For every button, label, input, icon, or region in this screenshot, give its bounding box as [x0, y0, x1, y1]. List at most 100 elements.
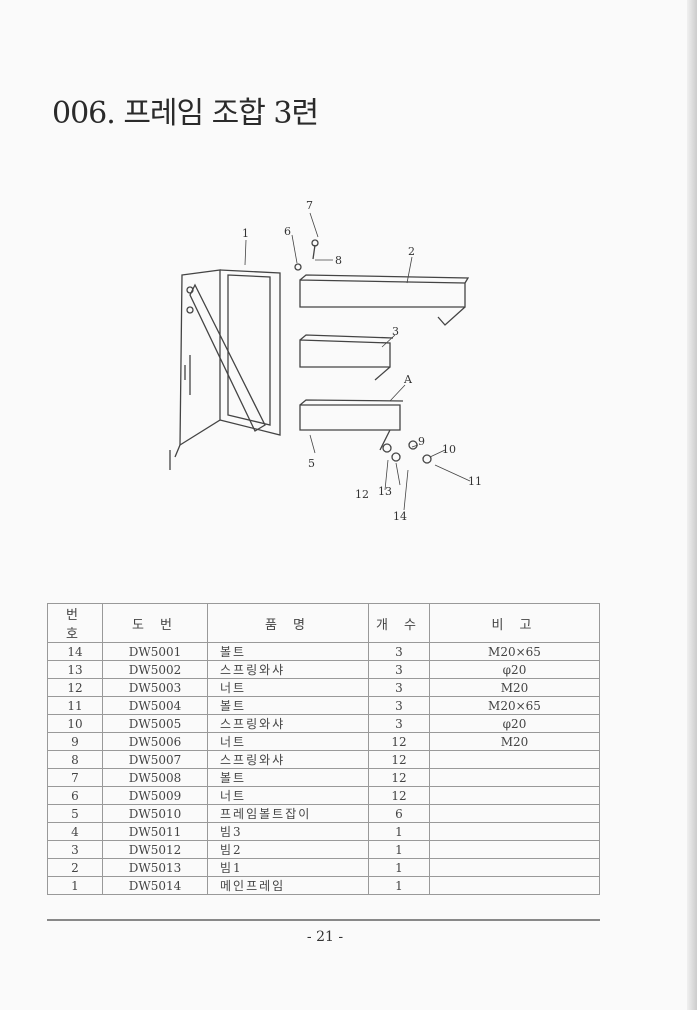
quantity-cell: 3 [368, 642, 430, 661]
remarks-cell: M20 [429, 678, 600, 697]
part-name-cell: 빔3 [207, 822, 369, 841]
part-name-cell: 빔1 [207, 858, 369, 877]
remarks-cell [429, 750, 600, 769]
drawing-number-cell: DW5012 [102, 840, 208, 859]
remarks-cell [429, 822, 600, 841]
part-number-cell: 8 [47, 750, 103, 769]
callout-14: 14 [393, 510, 407, 523]
remarks-cell: M20×65 [429, 696, 600, 715]
quantity-cell: 12 [368, 768, 430, 787]
quantity-cell: 12 [368, 732, 430, 751]
quantity-cell: 3 [368, 678, 430, 697]
callout-1: 1 [242, 227, 249, 240]
quantity-cell: 1 [368, 876, 430, 895]
part-number-cell: 9 [47, 732, 103, 751]
part-number-cell: 14 [47, 642, 103, 661]
main-frame-drawing [169, 269, 281, 470]
drawing-number-cell: DW5011 [102, 822, 208, 841]
quantity-cell: 1 [368, 840, 430, 859]
table-header-row: 번 호 도 번 품 명 개 수 비 고 [47, 603, 600, 643]
quantity-cell: 1 [368, 858, 430, 877]
part-name-cell: 너트 [207, 732, 369, 751]
beam-3-drawing [299, 399, 404, 451]
page-title: 006. 프레임 조합 3련 [52, 96, 319, 131]
callout-7: 7 [306, 199, 313, 212]
exploded-parts-diagram: 1 2 3 A 5 6 7 8 9 10 11 12 13 14 [169, 199, 482, 523]
callout-3: 3 [392, 325, 399, 338]
callout-11: 11 [468, 475, 482, 488]
drawing-number-cell: DW5008 [102, 768, 208, 787]
drawing-number-cell: DW5006 [102, 732, 208, 751]
quantity-cell: 3 [368, 660, 430, 679]
part-name-cell: 볼트 [207, 768, 369, 787]
callout-5: 5 [308, 457, 315, 470]
quantity-cell: 3 [368, 714, 430, 733]
remarks-cell: M20 [429, 732, 600, 751]
drawing-number-cell: DW5005 [102, 714, 208, 733]
drawing-number-cell: DW5009 [102, 786, 208, 805]
part-name-cell: 스프링와샤 [207, 750, 369, 769]
remarks-cell [429, 858, 600, 877]
part-number-cell: 4 [47, 822, 103, 841]
drawing-number-cell: DW5001 [102, 642, 208, 661]
part-number-cell: 3 [47, 840, 103, 859]
part-name-cell: 프레임볼트잡이 [207, 804, 369, 823]
part-name-cell: 빔2 [207, 840, 369, 859]
part-number-cell: 6 [47, 786, 103, 805]
part-number-cell: 2 [47, 858, 103, 877]
header-drawing-no: 도 번 [102, 603, 208, 643]
remarks-cell [429, 804, 600, 823]
quantity-cell: 1 [368, 822, 430, 841]
part-number-cell: 12 [47, 678, 103, 697]
part-name-cell: 메인프레임 [207, 876, 369, 895]
drawing-number-cell: DW5004 [102, 696, 208, 715]
callout-6: 6 [284, 225, 291, 238]
remarks-cell [429, 786, 600, 805]
part-name-cell: 볼트 [207, 642, 369, 661]
remarks-cell [429, 876, 600, 895]
part-name-cell: 너트 [207, 678, 369, 697]
quantity-cell: 6 [368, 804, 430, 823]
part-number-cell: 10 [47, 714, 103, 733]
beam-2-drawing [299, 334, 394, 381]
quantity-cell: 12 [368, 786, 430, 805]
scan-edge [687, 0, 697, 1010]
drawing-number-cell: DW5002 [102, 660, 208, 679]
callout-8: 8 [335, 254, 342, 267]
part-number-cell: 5 [47, 804, 103, 823]
callout-10: 10 [442, 443, 456, 456]
callout-13: 13 [378, 485, 392, 498]
remarks-cell: φ20 [429, 660, 600, 679]
quantity-cell: 3 [368, 696, 430, 715]
remarks-cell: M20×65 [429, 642, 600, 661]
part-name-cell: 볼트 [207, 696, 369, 715]
remarks-cell: φ20 [429, 714, 600, 733]
drawing-number-cell: DW5014 [102, 876, 208, 895]
callout-A: A [403, 373, 413, 386]
header-quantity: 개 수 [368, 603, 430, 643]
remarks-cell [429, 840, 600, 859]
drawing-number-cell: DW5010 [102, 804, 208, 823]
part-number-cell: 11 [47, 696, 103, 715]
drawing-number-cell: DW5003 [102, 678, 208, 697]
part-number-cell: 1 [47, 876, 103, 895]
header-part-name: 품 명 [207, 603, 369, 643]
part-name-cell: 스프링와샤 [207, 660, 369, 679]
drawing-number-cell: DW5013 [102, 858, 208, 877]
page-number: - 21 - [306, 929, 344, 945]
